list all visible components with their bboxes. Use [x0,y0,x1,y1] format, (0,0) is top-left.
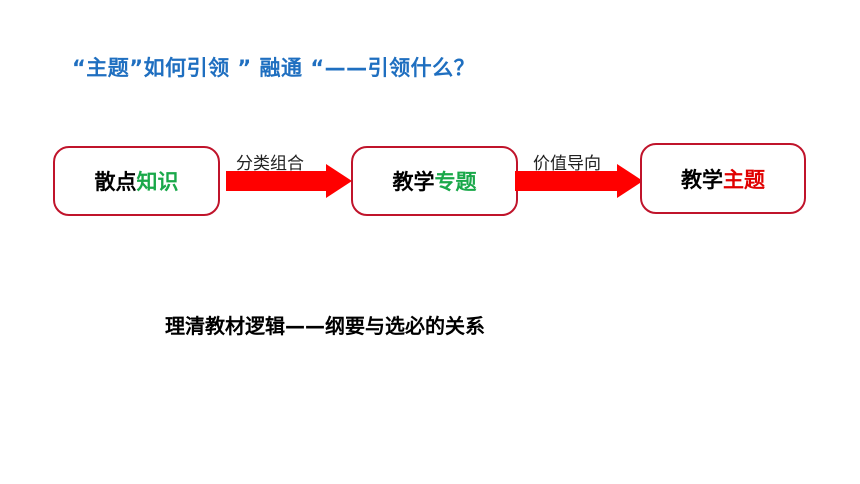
slide-title: “主题”如何引领 ” 融通 “——引领什么？ [72,56,476,80]
edge-label-value-orientation: 价值导向 [533,154,601,174]
subheading: 理清教材逻辑——纲要与选必的关系 [165,314,485,338]
node-prefix: 教学 [392,170,435,194]
node-highlight: 知识 [136,170,179,194]
arrow-1 [226,164,352,198]
node-prefix: 散点 [94,170,137,194]
node-highlight: 专题 [434,170,477,194]
node-highlight: 主题 [723,167,765,192]
node-teaching-topic: 教学专题 [351,146,518,216]
node-teaching-theme: 教学主题 [640,143,806,214]
arrow-2 [515,164,643,198]
edge-label-classify: 分类组合 [236,154,304,174]
node-prefix: 教学 [681,167,723,192]
node-scattered-knowledge: 散点知识 [53,146,220,216]
